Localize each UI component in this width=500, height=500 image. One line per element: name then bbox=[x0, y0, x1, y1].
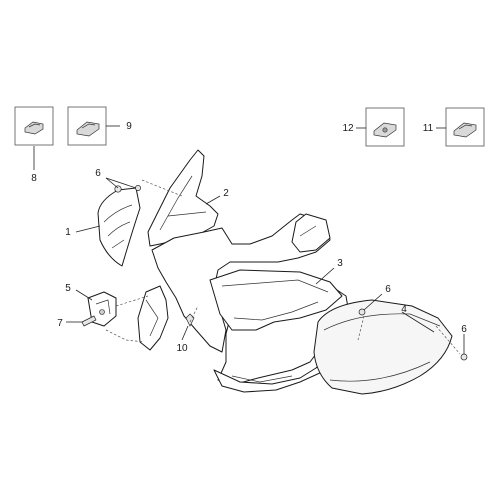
callout-7: 7 bbox=[57, 318, 63, 329]
callout-labels: 1 2 3 4 5 6 6 6 7 8 9 10 11 12 bbox=[31, 121, 467, 354]
detail-box-clip-12 bbox=[365, 107, 405, 147]
detail-box-clip-8 bbox=[14, 106, 54, 146]
callout-3: 3 bbox=[337, 258, 343, 269]
detail-box-clip-11 bbox=[445, 107, 485, 147]
screw-7 bbox=[81, 315, 97, 327]
assembly-lines bbox=[105, 179, 461, 355]
callout-5: 5 bbox=[65, 283, 71, 294]
part-1-front-shield bbox=[97, 187, 141, 267]
screw-10 bbox=[185, 313, 195, 327]
callout-6-left: 6 bbox=[95, 168, 101, 179]
leader-lines bbox=[33, 125, 465, 354]
callout-2: 2 bbox=[223, 188, 229, 199]
part-main-leg-shield bbox=[151, 213, 349, 393]
callout-6-right: 6 bbox=[385, 284, 391, 295]
screw-6-left bbox=[114, 185, 141, 193]
part-left-inner-panel bbox=[137, 285, 169, 351]
screw-6-far-right bbox=[460, 353, 468, 361]
callout-6-far-right: 6 bbox=[461, 324, 467, 335]
callout-1: 1 bbox=[65, 227, 71, 238]
callout-11: 11 bbox=[423, 123, 434, 134]
part-4-side-panel bbox=[313, 299, 453, 395]
callout-9: 9 bbox=[126, 121, 132, 132]
screw-6-right bbox=[358, 308, 366, 316]
callout-8: 8 bbox=[31, 173, 37, 184]
callout-4: 4 bbox=[401, 304, 407, 315]
detail-box-clip-9 bbox=[67, 106, 107, 146]
callout-12: 12 bbox=[342, 123, 354, 134]
callout-10: 10 bbox=[176, 343, 188, 354]
